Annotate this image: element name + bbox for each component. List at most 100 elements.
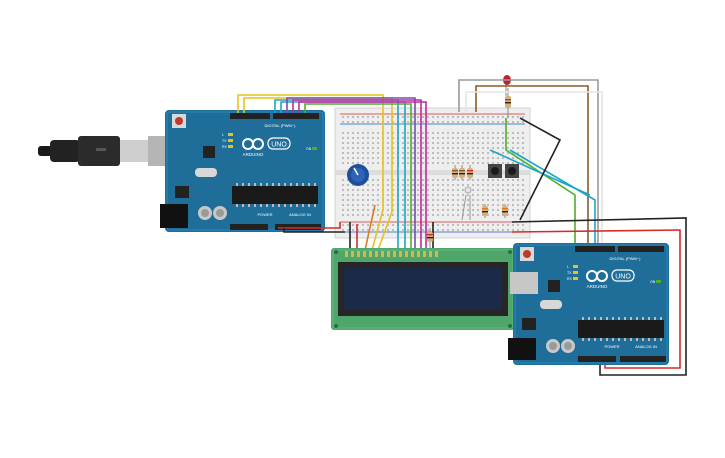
breadboard-hole	[367, 214, 369, 216]
breadboard-hole	[362, 147, 364, 149]
breadboard-hole	[342, 152, 344, 154]
breadboard-hole	[467, 184, 469, 186]
breadboard-hole	[507, 189, 509, 191]
breadboard-hole	[432, 147, 434, 149]
breadboard-hole	[462, 184, 464, 186]
breadboard-hole	[427, 121, 429, 123]
reset-button[interactable]	[175, 117, 183, 125]
breadboard-hole	[432, 199, 434, 201]
breadboard-hole	[402, 152, 404, 154]
breadboard-hole	[437, 189, 439, 191]
tx-label-left: TX	[222, 139, 227, 143]
reset-button-right[interactable]	[523, 250, 531, 258]
breadboard-hole	[482, 229, 484, 231]
breadboard-hole	[392, 152, 394, 154]
breadboard-hole	[507, 229, 509, 231]
analog-label-right: ANALOG IN	[635, 344, 657, 349]
breadboard-hole	[487, 214, 489, 216]
arduino-uno-right[interactable]: DIGITAL (PWM~) UNO ARDUINO L TX RX ON	[508, 243, 669, 365]
breadboard-hole	[392, 224, 394, 226]
breadboard-hole	[512, 137, 514, 139]
breadboard-hole	[402, 132, 404, 134]
breadboard-hole	[347, 147, 349, 149]
breadboard-hole	[457, 137, 459, 139]
breadboard-hole	[462, 199, 464, 201]
resistor-2	[459, 165, 465, 180]
power-jack-left[interactable]	[160, 204, 188, 228]
breadboard-hole	[497, 147, 499, 149]
breadboard-hole	[412, 157, 414, 159]
power-jack-right[interactable]	[508, 338, 536, 360]
lcd-16x2[interactable]	[331, 248, 515, 330]
breadboard-hole	[517, 142, 519, 144]
breadboard-hole	[437, 137, 439, 139]
breadboard-hole	[342, 157, 344, 159]
breadboard-hole	[407, 199, 409, 201]
resistor-3	[467, 165, 473, 180]
push-button-2[interactable]	[505, 164, 519, 178]
breadboard-hole	[372, 199, 374, 201]
breadboard-hole	[447, 209, 449, 211]
breadboard-hole	[367, 179, 369, 181]
breadboard-hole	[367, 157, 369, 159]
usb-port-right[interactable]	[510, 272, 538, 294]
breadboard-hole	[432, 179, 434, 181]
breadboard-hole	[437, 179, 439, 181]
breadboard-hole	[497, 184, 499, 186]
breadboard-hole	[477, 204, 479, 206]
breadboard-hole	[372, 184, 374, 186]
breadboard-hole	[517, 179, 519, 181]
breadboard-hole	[387, 184, 389, 186]
breadboard-hole	[407, 152, 409, 154]
breadboard-hole	[392, 132, 394, 134]
breadboard-hole	[367, 199, 369, 201]
breadboard-hole	[457, 179, 459, 181]
breadboard-hole	[472, 132, 474, 134]
breadboard-hole	[412, 209, 414, 211]
breadboard-hole	[422, 147, 424, 149]
breadboard-hole	[487, 162, 489, 164]
breadboard-hole	[417, 121, 419, 123]
breadboard-hole	[392, 162, 394, 164]
breadboard-hole	[472, 152, 474, 154]
breadboard-hole	[502, 184, 504, 186]
breadboard-hole	[342, 137, 344, 139]
breadboard-hole	[342, 229, 344, 231]
rx-label-left: RX	[222, 145, 228, 149]
breadboard-hole	[482, 142, 484, 144]
resistor-1	[452, 165, 458, 180]
breadboard-hole	[357, 204, 359, 206]
breadboard-hole	[377, 147, 379, 149]
breadboard-hole	[462, 162, 464, 164]
breadboard-hole	[502, 132, 504, 134]
breadboard-hole	[352, 147, 354, 149]
breadboard-hole	[482, 132, 484, 134]
breadboard-hole	[367, 162, 369, 164]
breadboard-hole	[357, 132, 359, 134]
arduino-uno-left[interactable]: UNO ARDUINO DIGITAL (PWM~) TX RX L ON	[160, 110, 325, 232]
breadboard-hole	[477, 199, 479, 201]
breadboard-hole	[357, 116, 359, 118]
push-button-1[interactable]	[488, 164, 502, 178]
breadboard-hole	[382, 229, 384, 231]
breadboard-hole	[452, 116, 454, 118]
breadboard-hole	[522, 121, 524, 123]
breadboard-hole	[407, 179, 409, 181]
breadboard-hole	[507, 224, 509, 226]
breadboard-hole	[422, 204, 424, 206]
breadboard-hole	[487, 152, 489, 154]
breadboard-hole	[352, 199, 354, 201]
breadboard-hole	[342, 224, 344, 226]
breadboard-hole	[427, 162, 429, 164]
breadboard-hole	[427, 142, 429, 144]
breadboard-hole	[412, 132, 414, 134]
breadboard-hole	[492, 194, 494, 196]
breadboard-hole	[492, 184, 494, 186]
breadboard-hole	[462, 189, 464, 191]
potentiometer[interactable]	[347, 164, 369, 186]
breadboard-hole	[402, 204, 404, 206]
breadboard-hole	[427, 189, 429, 191]
breadboard-hole	[357, 194, 359, 196]
breadboard-hole	[477, 184, 479, 186]
breadboard-hole	[412, 121, 414, 123]
